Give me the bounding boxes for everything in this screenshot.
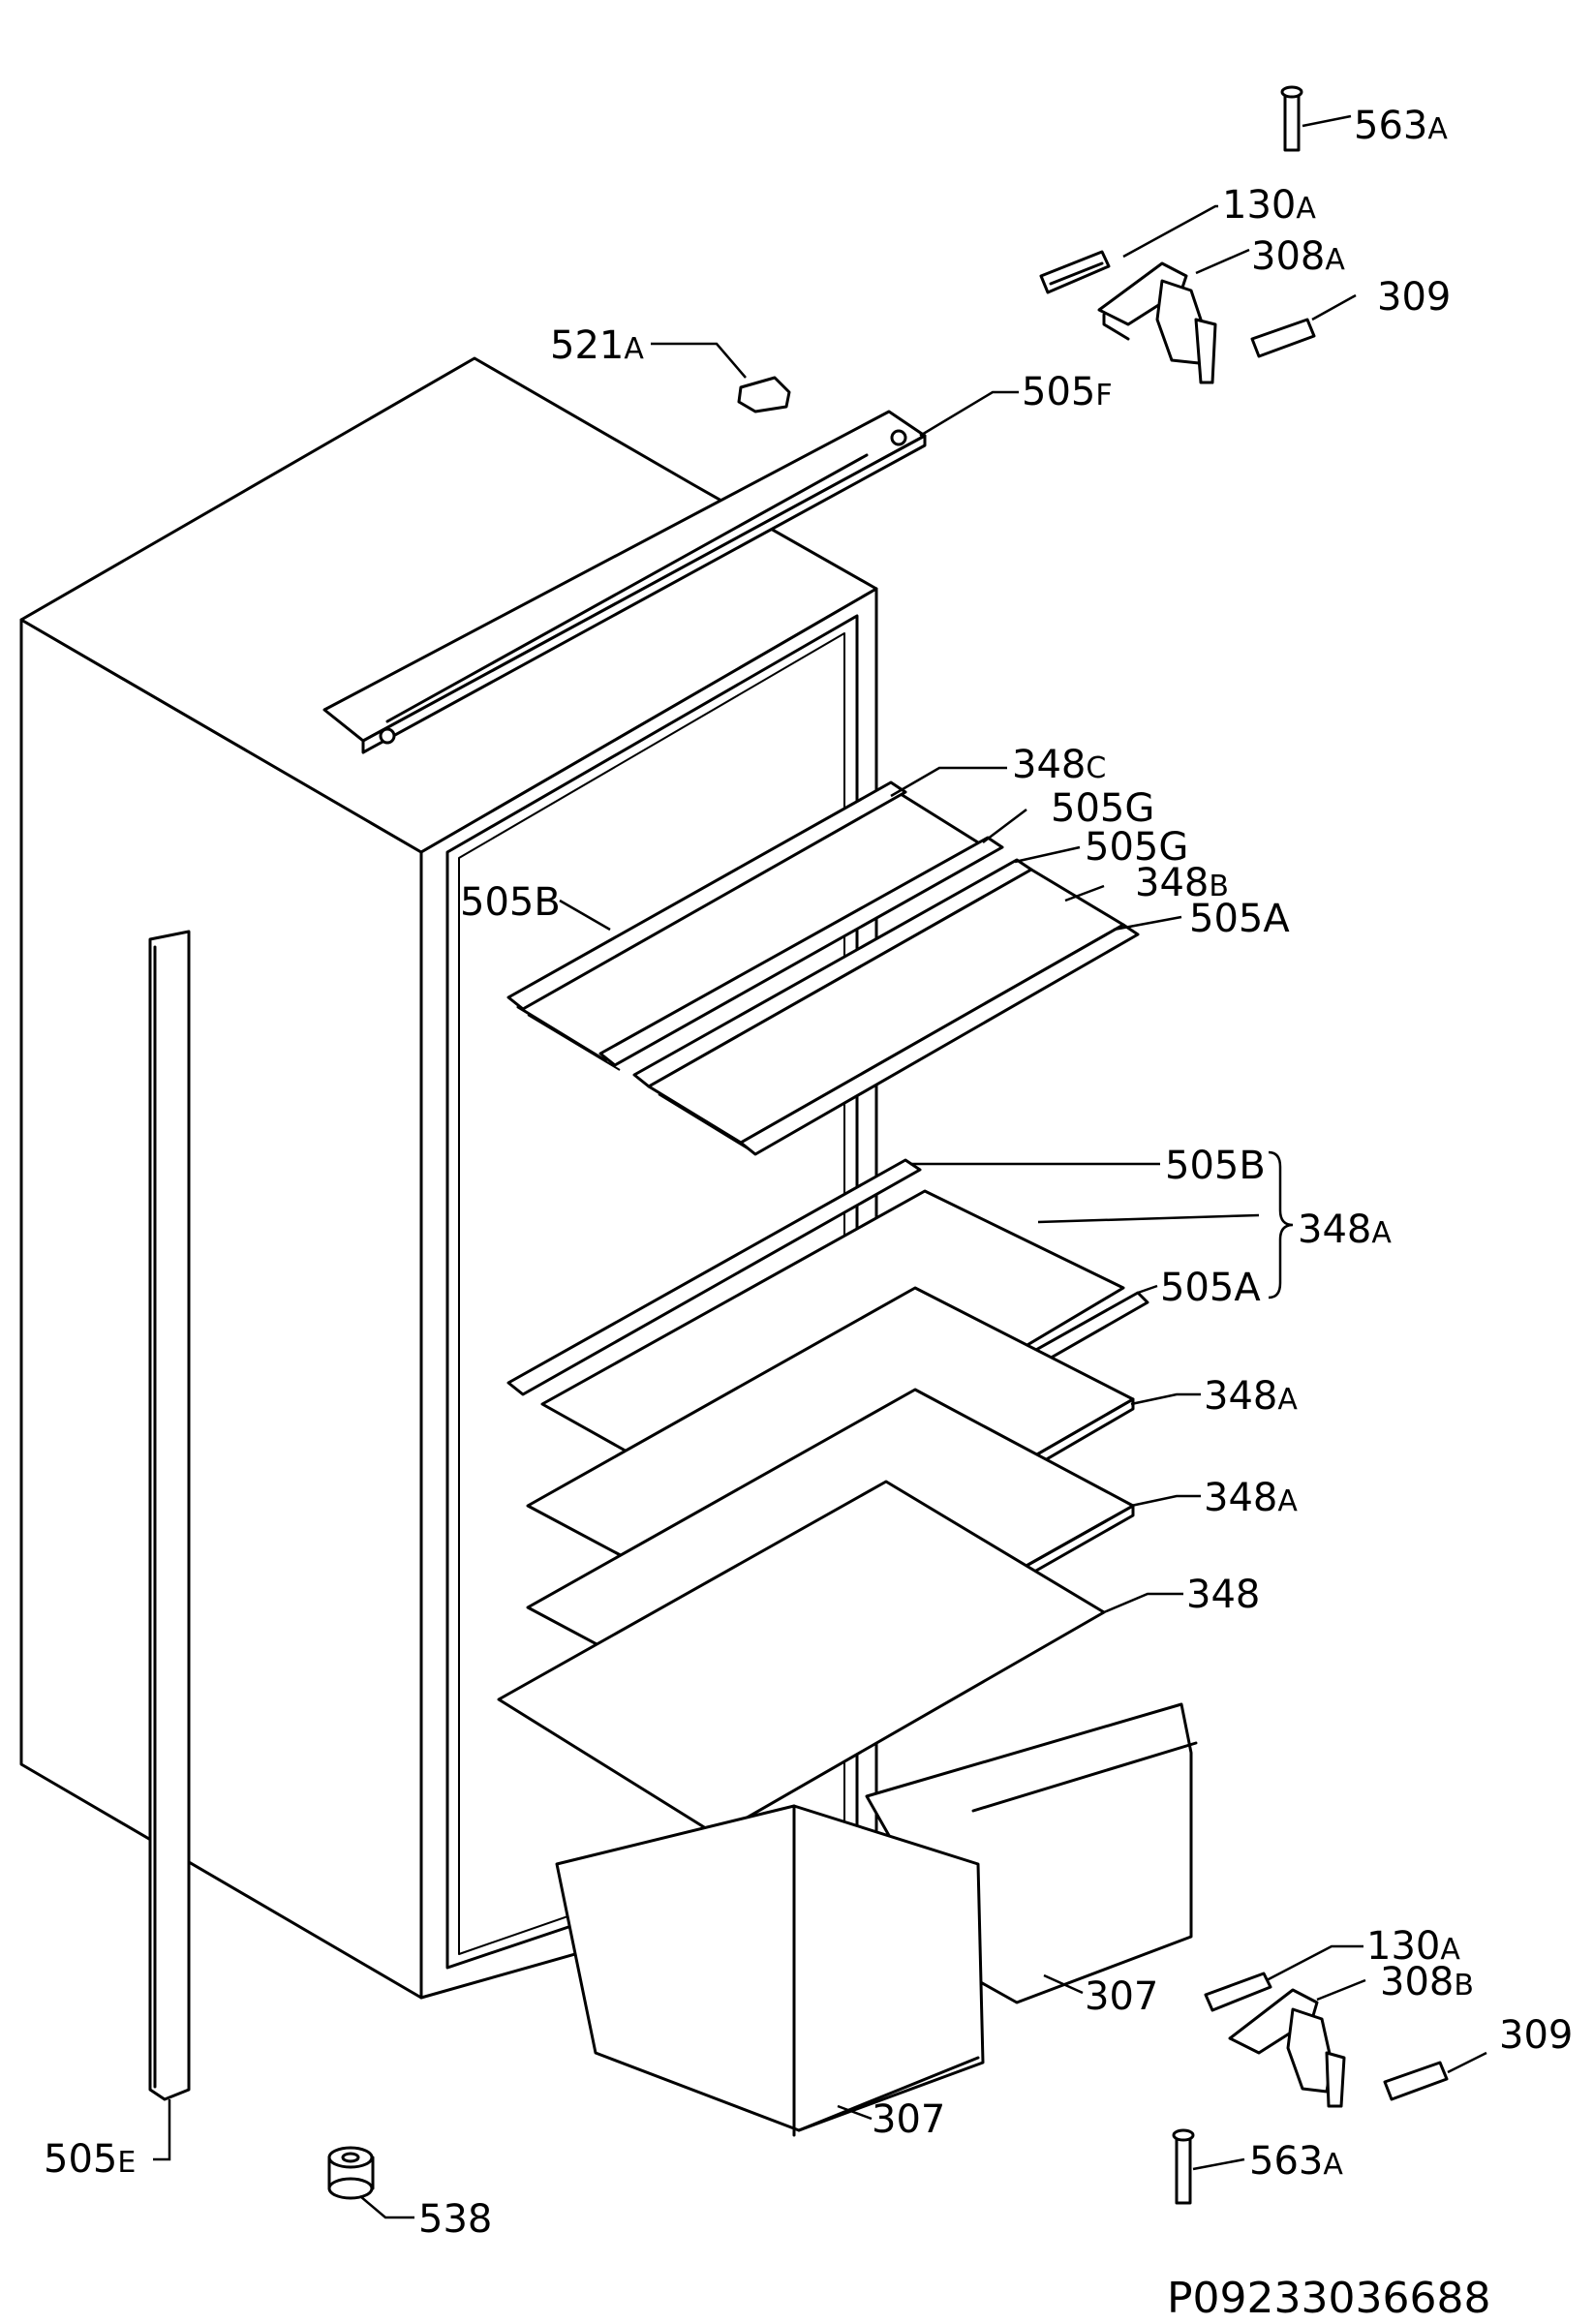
- label-308b: 308B: [1380, 1960, 1474, 2004]
- reference-number: P09233036688: [1167, 2274, 1490, 2323]
- side-trim-strip: [148, 930, 191, 2101]
- hinge-cover-top: [1039, 250, 1111, 294]
- upper-shelf-assembly: [506, 780, 1140, 1156]
- bottom-hinge-pin: [1172, 2128, 1195, 2205]
- label-308a: 308A: [1251, 234, 1345, 279]
- label-130a-bottom: 130A: [1366, 1924, 1460, 1969]
- label-309-bottom: 309: [1499, 2013, 1573, 2058]
- label-348b: 348B: [1135, 861, 1229, 905]
- hinge-label-sticker-bottom: [1383, 2061, 1449, 2101]
- label-505g-2: 505G: [1085, 825, 1188, 870]
- top-rail: [322, 410, 927, 754]
- label-505b-right: 505B: [1165, 1144, 1266, 1188]
- label-505b-left: 505B: [460, 880, 561, 925]
- label-130a-top: 130A: [1222, 183, 1316, 228]
- label-505g-1: 505G: [1051, 786, 1154, 831]
- label-505f: 505F: [1022, 370, 1113, 414]
- crisper-drawer-left: [555, 1804, 985, 2137]
- top-hinge-pin: [1280, 85, 1303, 152]
- part-labels: 563A 130A 308A 309 521A 505F 348C 505G 5…: [44, 104, 1573, 2242]
- label-307-right: 307: [1085, 1974, 1158, 2019]
- label-563a-top: 563A: [1354, 104, 1448, 148]
- top-hinge-bracket: [1097, 261, 1217, 384]
- label-309-top: 309: [1377, 275, 1451, 320]
- label-348a-3: 348A: [1204, 1476, 1298, 1520]
- label-521a: 521A: [550, 323, 644, 368]
- label-505a-top: 505A: [1189, 897, 1290, 941]
- bottom-hinge-bracket: [1228, 1988, 1346, 2108]
- label-348c: 348C: [1012, 743, 1106, 787]
- label-538: 538: [418, 2197, 492, 2242]
- label-307-left: 307: [872, 2097, 945, 2142]
- label-505a-mid: 505A: [1160, 1266, 1261, 1310]
- label-348a-2: 348A: [1204, 1374, 1298, 1419]
- label-348: 348: [1186, 1573, 1260, 1617]
- hinge-cover-bottom: [1204, 1972, 1272, 2012]
- hinge-label-sticker-top: [1250, 318, 1316, 358]
- cover-cap: [737, 376, 791, 413]
- label-505e: 505E: [44, 2137, 136, 2182]
- label-563a-bottom: 563A: [1249, 2139, 1343, 2184]
- label-348a-group: 348A: [1298, 1208, 1392, 1252]
- adjustable-foot: [327, 2146, 375, 2200]
- leader-lines: [153, 114, 1487, 2219]
